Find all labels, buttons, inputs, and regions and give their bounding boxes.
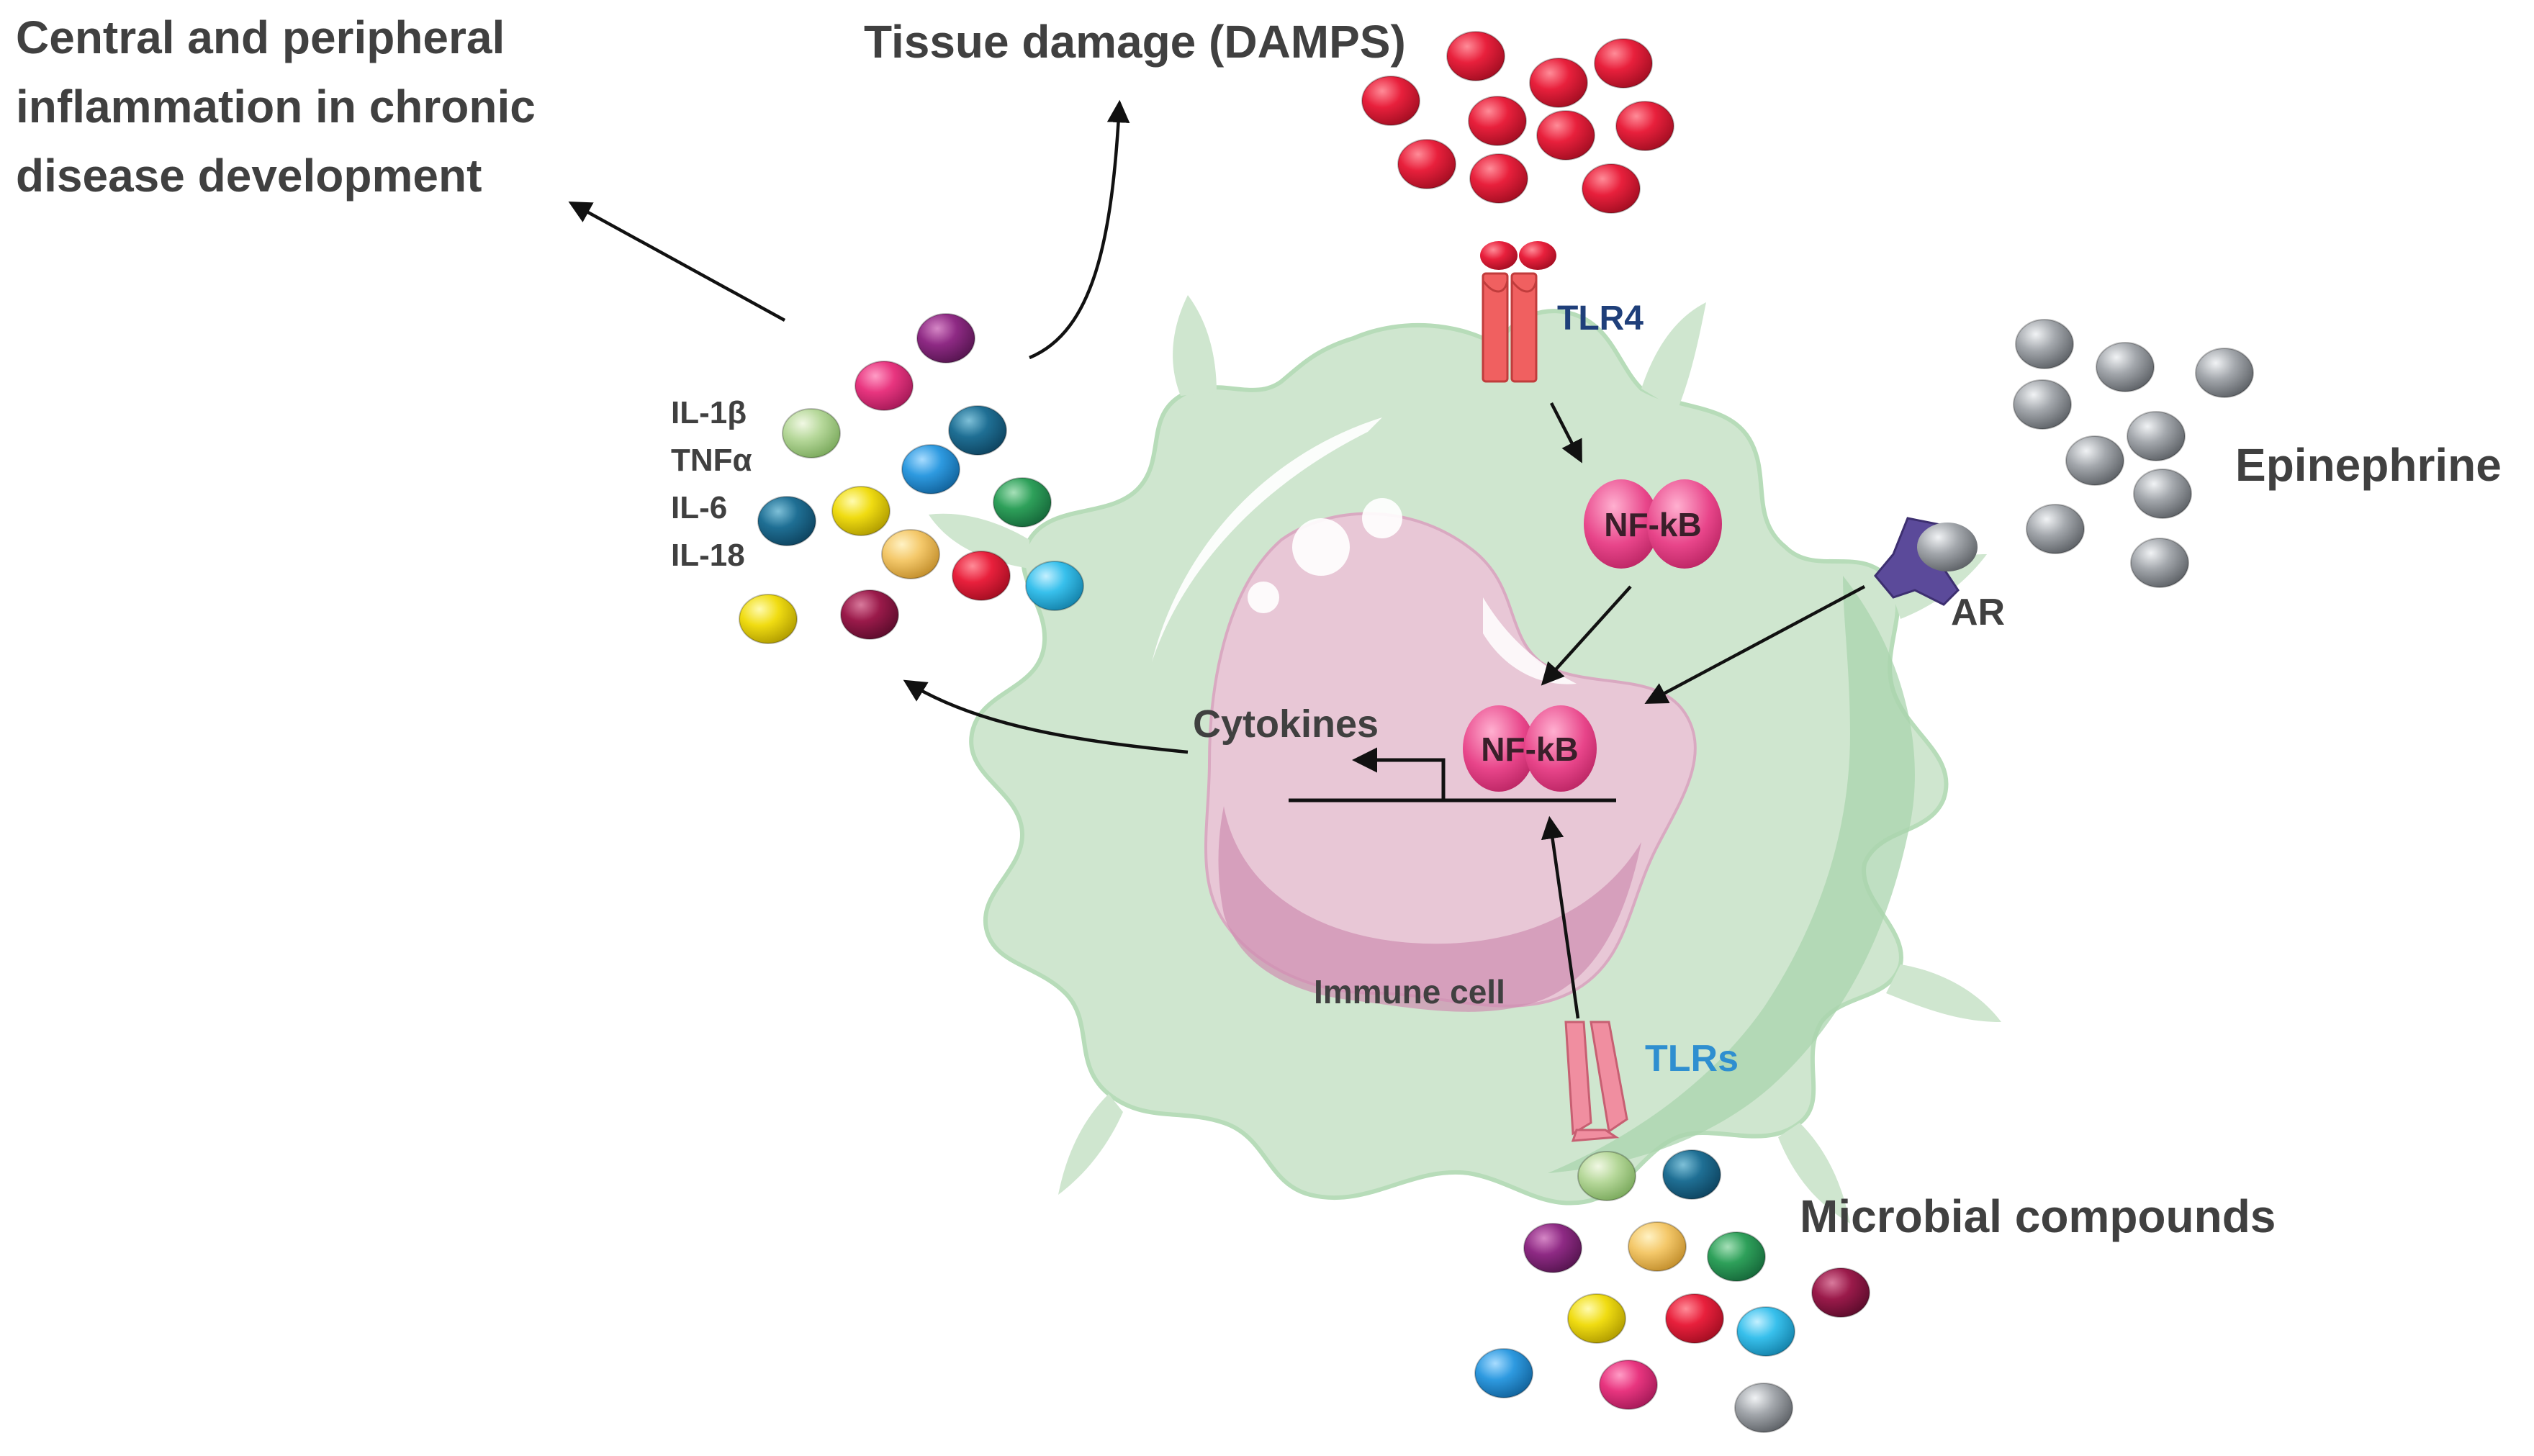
pseudopod <box>1778 1123 1850 1224</box>
epinephrine-particle <box>2065 435 2124 486</box>
nfkb-cytoplasm: NF-kB <box>1584 479 1722 569</box>
cytokine-particle <box>916 313 975 363</box>
arrow-ar-to-nucleus <box>1644 585 1866 704</box>
epinephrine-particles <box>2013 319 2254 588</box>
epinephrine-particle <box>2096 342 2155 392</box>
arrow-tlrs-to-dna <box>1541 815 1580 1019</box>
cytokine-particle <box>831 486 890 536</box>
damp-particle <box>1397 139 1456 189</box>
cytokine-list-item: IL-6 <box>671 490 727 525</box>
nucleus-highlight <box>1483 597 1577 684</box>
epinephrine-particle <box>2195 348 2254 398</box>
microbial-particle <box>1665 1293 1724 1344</box>
damp-particle <box>1468 96 1527 146</box>
pseudopod <box>1641 302 1706 410</box>
tlr4-label: TLR4 <box>1557 299 1644 338</box>
inflammation-heading-line3: disease development <box>16 150 482 202</box>
microbial-particle <box>1628 1221 1687 1272</box>
cytokine-list-item: IL-1β <box>671 395 747 430</box>
microbial-particle <box>1523 1223 1582 1273</box>
tlr4-receptor <box>1480 241 1556 383</box>
damp-particle <box>1594 38 1653 89</box>
damp-particle <box>1529 58 1588 108</box>
epinephrine-label: Epinephrine <box>2235 439 2502 491</box>
cytokine-particle <box>855 361 914 411</box>
cytokine-particle <box>757 496 816 546</box>
cytokine-particle <box>993 477 1052 528</box>
cytokine-particles <box>739 313 1084 644</box>
inflammation-heading: Central and peripheral inflammation in c… <box>16 12 536 202</box>
cytokine-particle <box>782 408 841 458</box>
ar-receptor <box>1874 517 1978 606</box>
vesicle <box>1248 582 1279 613</box>
cytokine-list-item: IL-18 <box>671 538 745 573</box>
microbial-particle <box>1567 1293 1626 1344</box>
vesicle <box>1292 518 1350 576</box>
microbial-particle <box>1577 1151 1636 1201</box>
cytokine-list-item: TNFα <box>671 443 752 478</box>
cytokine-particle <box>948 405 1007 456</box>
damp-particle <box>1615 101 1674 151</box>
cytokine-particle <box>1025 561 1084 611</box>
arrow-cytokine-release <box>903 679 1189 754</box>
arrow-to-inflammation <box>568 201 786 322</box>
damp-particle <box>1446 31 1505 81</box>
cytokine-list: IL-1β TNFα IL-6 IL-18 <box>671 395 752 573</box>
epinephrine-particle <box>2130 538 2189 588</box>
pseudopod <box>1173 295 1217 396</box>
arrow-nfkb-translocation <box>1541 585 1632 686</box>
nfkb-nucleus: NF-kB <box>1463 705 1597 792</box>
epinephrine-particle <box>2133 469 2192 519</box>
cytokines-label: Cytokines <box>1193 702 1379 746</box>
cell-edge-shadow <box>1548 576 1915 1173</box>
inflammation-heading-line1: Central and peripheral <box>16 12 505 63</box>
bound-damp <box>1480 241 1518 270</box>
ar-label: AR <box>1951 592 2005 633</box>
epinephrine-particle <box>2013 379 2072 430</box>
nucleus <box>1204 512 1697 1008</box>
cytokine-particle <box>952 551 1011 601</box>
damp-particle <box>1469 153 1528 204</box>
arrow-tlr4-to-nfkb <box>1549 402 1582 464</box>
pseudopod <box>929 513 1029 569</box>
cytokine-particle <box>881 529 940 579</box>
immune-cell-label: Immune cell <box>1314 973 1505 1010</box>
nfkb-nucleus-label: NF-kB <box>1481 731 1578 768</box>
cytokine-particle <box>901 444 960 494</box>
nfkb-cytoplasm-label: NF-kB <box>1604 506 1701 543</box>
microbial-particle <box>1707 1231 1766 1282</box>
pseudopod <box>1058 1094 1123 1195</box>
microbial-particle <box>1474 1348 1533 1398</box>
tissue-damage-label: Tissue damage (DAMPS) <box>864 16 1406 68</box>
bound-epinephrine <box>1917 523 1978 571</box>
microbial-particle <box>1736 1306 1795 1357</box>
epinephrine-particle <box>2015 319 2074 369</box>
signal-arrows <box>568 99 1866 1019</box>
cytokine-particle <box>739 594 798 644</box>
epinephrine-particle <box>2026 504 2085 554</box>
cytokine-particle <box>840 589 899 640</box>
arrow-to-tissue-damage <box>1029 99 1130 360</box>
vesicle <box>1362 498 1402 538</box>
transcription-arrow <box>1352 747 1446 800</box>
bound-damp <box>1519 241 1556 270</box>
microbial-particle <box>1662 1149 1721 1200</box>
pseudopod <box>1886 964 2001 1022</box>
nucleus-shadow <box>1218 806 1641 1012</box>
inflammation-heading-line2: inflammation in chronic <box>16 81 536 132</box>
tlrs-receptor <box>1564 1021 1628 1142</box>
microbial-particles <box>1474 1149 1870 1433</box>
microbial-particle <box>1811 1267 1870 1318</box>
damp-particle <box>1361 76 1420 126</box>
damps-particles <box>1361 31 1674 214</box>
microbial-particle <box>1734 1383 1793 1433</box>
tlrs-label: TLRs <box>1645 1038 1739 1080</box>
microbial-compounds-label: Microbial compounds <box>1800 1190 2276 1242</box>
epinephrine-particle <box>2127 411 2186 461</box>
microbial-particle <box>1599 1360 1658 1410</box>
damp-particle <box>1582 163 1641 214</box>
damp-particle <box>1536 110 1595 160</box>
